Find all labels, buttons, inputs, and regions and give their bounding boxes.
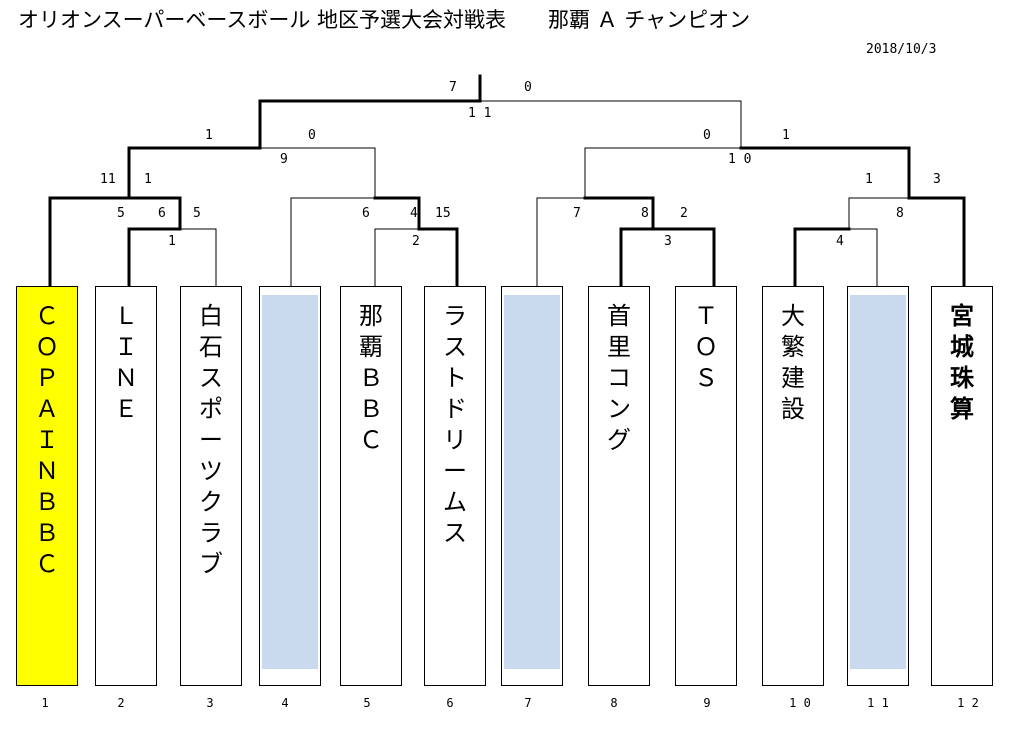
qfc-right-arm (583, 196, 655, 231)
seed-number: 5 (363, 696, 371, 710)
seed-number: 1 (41, 696, 49, 710)
score-qf-c-right: 8 (641, 206, 649, 221)
team-box-4 (259, 286, 321, 686)
score-r1-b-game: 2 (412, 234, 420, 249)
score-qf-d-left: 1 (865, 172, 873, 187)
seed-number: 6 (446, 696, 454, 710)
team-box-10: 大繁建設 (762, 286, 824, 686)
score-r1-a-left: 5 (117, 206, 125, 221)
team-name: 大繁建設 (781, 302, 805, 423)
score-final-left: 7 (449, 80, 457, 95)
r1d-right-arm (848, 228, 878, 289)
semi2-right-arm (739, 146, 911, 200)
date-label: 2018/10/3 (866, 42, 937, 57)
qfa-right-arm (127, 196, 182, 231)
final-right-arm (479, 100, 742, 149)
empty-slot-fill (262, 295, 318, 669)
team-box-12: 宮城珠算 (931, 286, 993, 686)
qfa-left-arm (48, 196, 131, 290)
team-name: 首里コング (607, 302, 631, 454)
r1d-left-arm (793, 227, 851, 290)
score-semi1-right: 0 (308, 128, 316, 143)
team-box-7 (501, 286, 563, 686)
seed-number: 3 (206, 696, 214, 710)
qfb-right-arm (373, 196, 421, 231)
score-semi2-right: 1 (782, 128, 790, 143)
qfd-left-arm (848, 197, 910, 230)
seed-number: 2 (117, 696, 125, 710)
score-final-right: 0 (524, 80, 532, 95)
seed-number: 1 1 (867, 696, 889, 710)
score-qf-d-right: 3 (933, 172, 941, 187)
semi2-left-arm (584, 147, 742, 199)
score-r1-a-right: 6 (158, 206, 166, 221)
r1b-right-arm (417, 227, 459, 290)
score-qf-b-right2: 15 (435, 206, 451, 221)
semi1-left-arm (127, 146, 262, 200)
r1a-left-arm (127, 227, 182, 290)
score-qf-b-right: 4 (410, 206, 418, 221)
score-final-game: 1 1 (468, 106, 492, 121)
score-semi2-left: 0 (703, 128, 711, 143)
score-semi1-left: 1 (205, 128, 213, 143)
score-r1-a2-left: 5 (193, 206, 201, 221)
team-name: ラストドリームス (443, 302, 467, 547)
team-name: 白石スポーツクラブ (199, 302, 223, 578)
r1a-right-arm (179, 228, 217, 289)
score-qf-b-left: 6 (362, 206, 370, 221)
score-r1-c-game: 3 (664, 234, 672, 249)
score-qf-a-left: 11 (100, 172, 116, 187)
score-qf-a-right: 1 (144, 172, 152, 187)
team-box-6: ラストドリームス (424, 286, 486, 686)
qfd-right-arm (907, 196, 966, 290)
r1c-right-arm (651, 227, 716, 290)
seed-number: 9 (703, 696, 711, 710)
final-left-arm (258, 99, 482, 150)
r1c-left-arm (619, 227, 655, 290)
score-semi2-game: 1 0 (728, 152, 752, 167)
team-box-3: 白石スポーツクラブ (180, 286, 242, 686)
seed-number: 1 0 (789, 696, 811, 710)
team-box-11 (847, 286, 909, 686)
score-r1-d-game: 4 (836, 234, 844, 249)
r1b-left-arm (374, 228, 420, 289)
team-box-8: 首里コング (588, 286, 650, 686)
seed-number: 4 (281, 696, 289, 710)
seed-number: 7 (524, 696, 532, 710)
team-name: 宮城珠算 (950, 302, 974, 423)
semi1-right-arm (259, 147, 376, 199)
seed-number: 8 (610, 696, 618, 710)
qfb-left-arm (290, 197, 376, 289)
qfc-left-arm (536, 197, 586, 289)
seed-number: 1 2 (957, 696, 979, 710)
empty-slot-fill (504, 295, 560, 669)
score-r1-a-game: 1 (168, 234, 176, 249)
empty-slot-fill (850, 295, 906, 669)
score-qf-d-game: 8 (896, 206, 904, 221)
page-title: オリオンスーパーベースボール 地区予選大会対戦表 那覇 Ａ チャンピオン (18, 8, 751, 32)
score-semi1-game: 9 (280, 152, 288, 167)
score-qf-c-right2: 2 (680, 206, 688, 221)
score-qf-c-left: 7 (573, 206, 581, 221)
